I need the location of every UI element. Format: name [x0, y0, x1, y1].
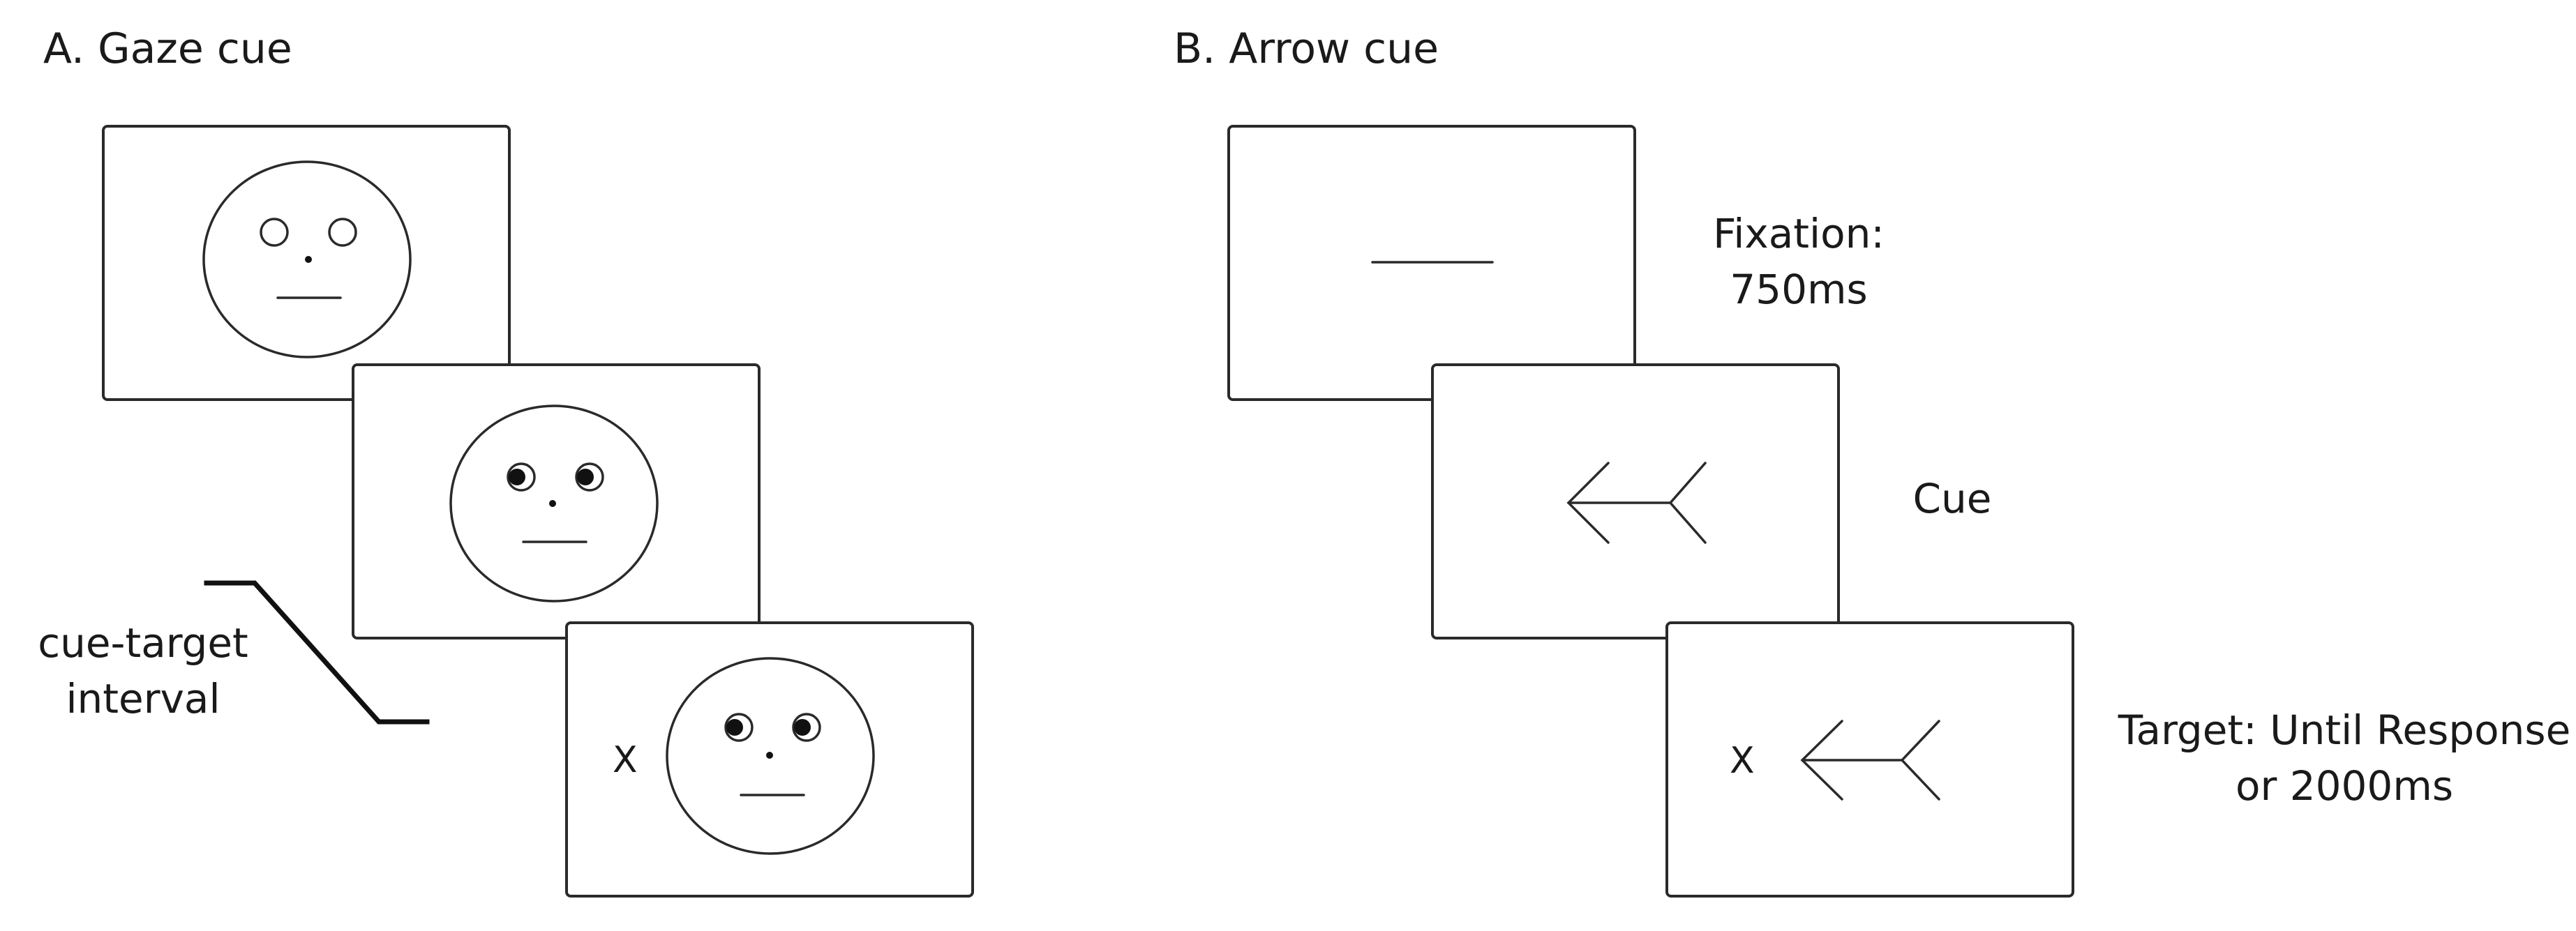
gaze-fixation-screen [102, 125, 511, 401]
left-arrow-icon [1800, 720, 1940, 801]
panel-arrow-cue: B. Arrow cue Fixation: 750ms Cue X [1174, 24, 2571, 898]
face-nose [549, 500, 556, 507]
left-pupil [726, 719, 743, 736]
averted-gaze-face-icon [449, 404, 659, 603]
left-pupil [509, 469, 525, 485]
fixation-label-line2: 750ms [1730, 266, 1867, 313]
gaze-target-letter: X [613, 739, 638, 781]
gaze-cue-screen [352, 363, 761, 639]
panel-gaze-cue: A. Gaze cue [38, 24, 974, 898]
arrow-target-screen: X [1665, 621, 2074, 898]
interval-label-line1: cue-target [38, 619, 248, 667]
right-pupil [794, 719, 811, 736]
arrow-head [1566, 462, 1610, 544]
cue-label: Cue [1913, 475, 1992, 522]
left-eye [724, 713, 754, 742]
arrow-tail [1668, 462, 1707, 544]
arrow-head [1800, 720, 1843, 801]
panel-b-title: B. Arrow cue [1174, 24, 1439, 73]
face-outline [666, 657, 875, 855]
left-eye [260, 218, 289, 247]
neutral-face-icon [202, 160, 412, 358]
arrow-target-letter: X [1730, 740, 1755, 782]
interval-label-line2: interval [66, 675, 220, 722]
arrow-fixation-screen [1227, 125, 1636, 401]
panel-a-title: A. Gaze cue [43, 24, 292, 73]
fixation-label-line1: Fixation: [1713, 210, 1885, 257]
right-eye [328, 218, 357, 247]
arrow-tail [1900, 720, 1940, 801]
face-nose [766, 752, 773, 759]
face-outline [449, 404, 659, 603]
left-eye [507, 462, 536, 492]
right-pupil [577, 469, 594, 485]
face-nose [305, 256, 312, 263]
averted-gaze-face-icon [666, 657, 875, 855]
right-eye [792, 713, 821, 742]
arrow-cue-frame [1431, 363, 1840, 639]
gaze-target-frame [565, 621, 974, 898]
gaze-fixation-frame [102, 125, 511, 401]
gaze-target-screen: X [565, 621, 974, 898]
face-outline [202, 160, 412, 358]
interval-bracket [204, 580, 430, 725]
gaze-cue-frame [352, 363, 761, 639]
arrow-cue-screen [1431, 363, 1840, 639]
left-arrow-icon [1566, 462, 1707, 544]
target-label-line2: or 2000ms [2236, 762, 2453, 810]
target-label-line1: Target: Until Response [2118, 706, 2571, 754]
right-eye [575, 462, 604, 492]
